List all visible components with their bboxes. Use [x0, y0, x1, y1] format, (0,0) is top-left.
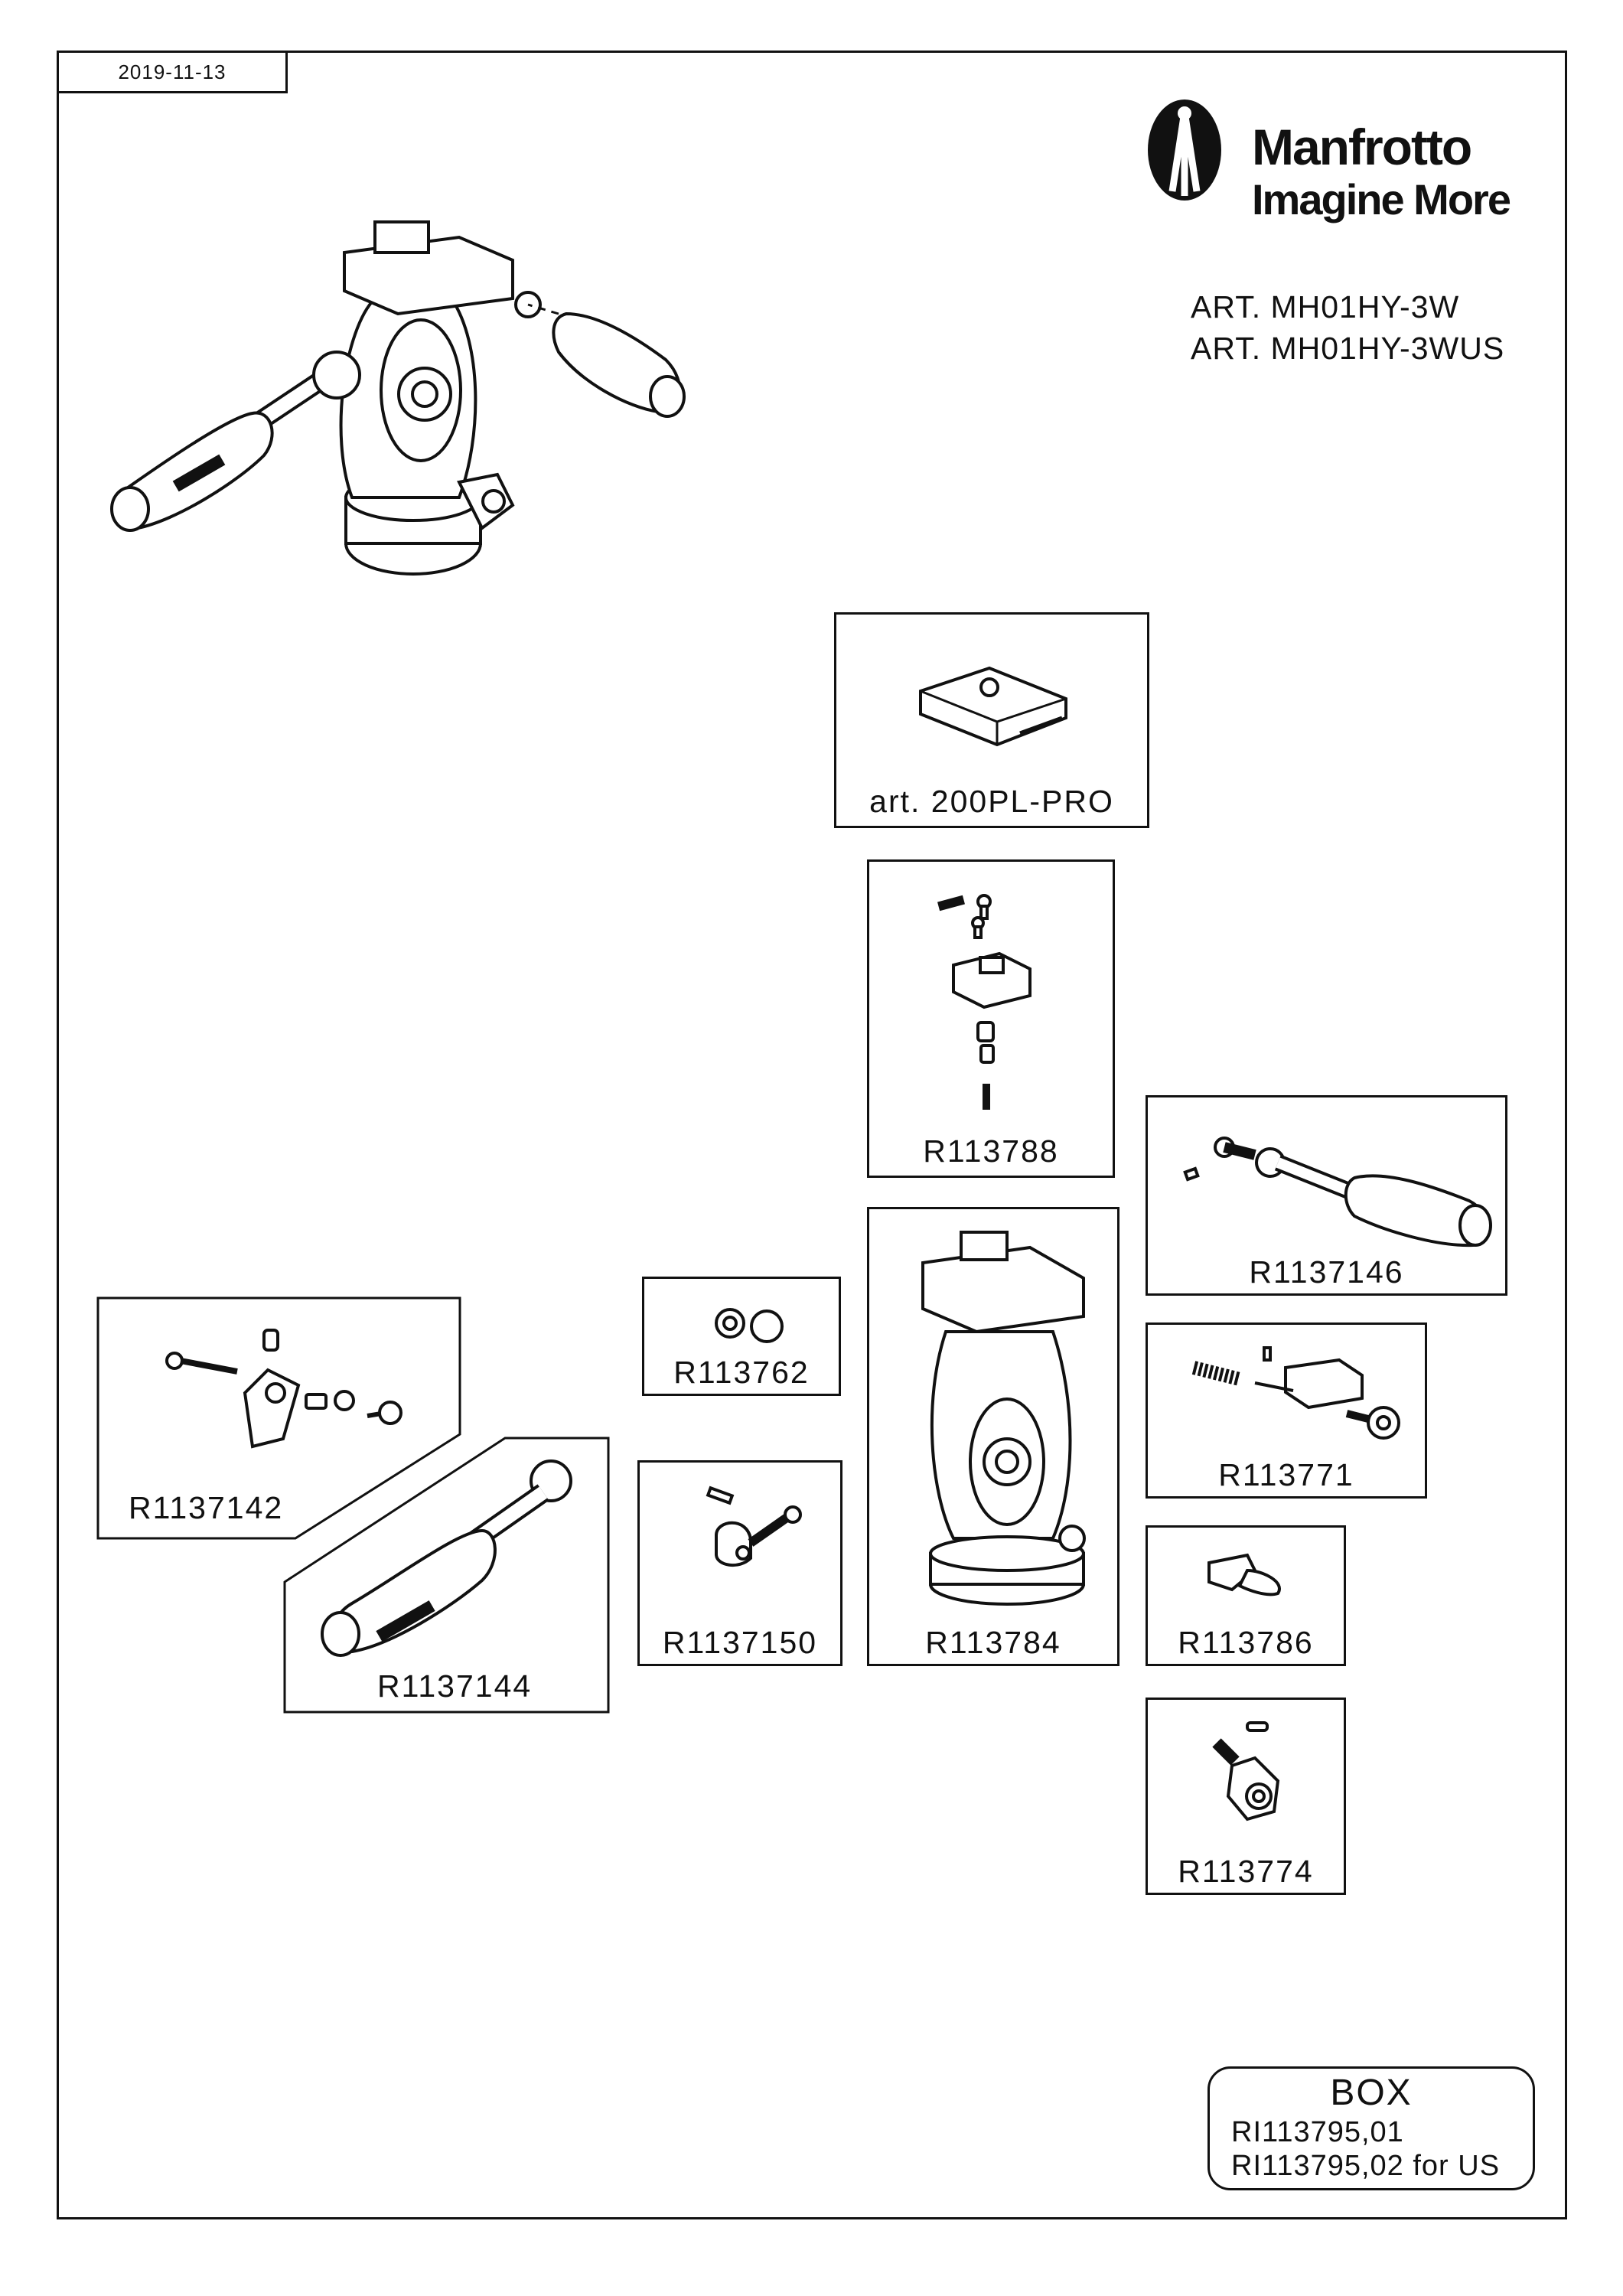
part-label-r1137150: R1137150	[662, 1625, 818, 1660]
part-label-r113762: R113762	[673, 1355, 810, 1390]
tilt-knob-parts-icon	[706, 1486, 802, 1567]
arm-joint-parts-icon	[165, 1329, 402, 1449]
part-box-r113784: R113784	[867, 1207, 1119, 1666]
article-code-2: ART. MH01HY-3WUS	[1191, 331, 1505, 366]
brand-tagline: Imagine More	[1252, 175, 1511, 223]
part-box-r113786: R113786	[1146, 1525, 1346, 1666]
cap-parts-icon	[715, 1308, 784, 1343]
box-code-line-2: RI113795,02 for US	[1231, 2150, 1501, 2182]
brand-name: Manfrotto	[1252, 119, 1472, 175]
part-label-r113771: R113771	[1218, 1457, 1354, 1492]
quick-release-plate-icon	[919, 666, 1067, 747]
lever-icon	[1207, 1553, 1281, 1596]
part-label-r1137144: R1137144	[377, 1668, 533, 1704]
manfrotto-logo-icon	[1148, 99, 1221, 201]
part-box-r1137142-frame	[96, 1296, 461, 1540]
clamp-knob-parts-icon	[1191, 1346, 1400, 1440]
part-label-200pl-pro: art. 200PL-PRO	[869, 784, 1114, 819]
part-box-r113762: R113762	[642, 1277, 841, 1396]
box-code-line-1: RI113795,01	[1231, 2116, 1404, 2148]
article-code-1: ART. MH01HY-3W	[1191, 289, 1460, 325]
part-box-r113771: R113771	[1146, 1322, 1427, 1499]
part-label-r113786: R113786	[1178, 1625, 1314, 1660]
part-box-200pl-pro: art. 200PL-PRO	[834, 612, 1149, 828]
right-handle-icon	[1183, 1137, 1492, 1247]
part-box-r113774: R113774	[1146, 1698, 1346, 1895]
pan-knob-parts-icon	[1212, 1721, 1280, 1821]
box-title: BOX	[1330, 2073, 1413, 2113]
clamp-parts-icon	[937, 894, 1031, 1110]
part-label-r113774: R113774	[1178, 1854, 1314, 1889]
part-label-r113784: R113784	[925, 1625, 1061, 1660]
brand-block: Manfrotto Imagine More	[1146, 90, 1544, 236]
page-frame	[57, 51, 1567, 2219]
part-box-r1137146: R1137146	[1146, 1095, 1507, 1296]
head-body-icon	[921, 1231, 1086, 1606]
part-label-r1137146: R1137146	[1249, 1254, 1404, 1290]
date-label: 2019-11-13	[57, 51, 288, 93]
box-panel: BOX RI113795,01 RI113795,02 for US	[1207, 2066, 1535, 2190]
left-handle-icon	[321, 1459, 572, 1657]
part-box-r113788: R113788	[867, 859, 1115, 1178]
part-box-r1137144-frame	[283, 1437, 610, 1714]
part-label-r113788: R113788	[923, 1133, 1059, 1169]
part-box-r1137150: R1137150	[637, 1460, 842, 1666]
part-label-r1137142: R1137142	[129, 1490, 284, 1525]
assembled-head-illustration	[110, 220, 686, 576]
